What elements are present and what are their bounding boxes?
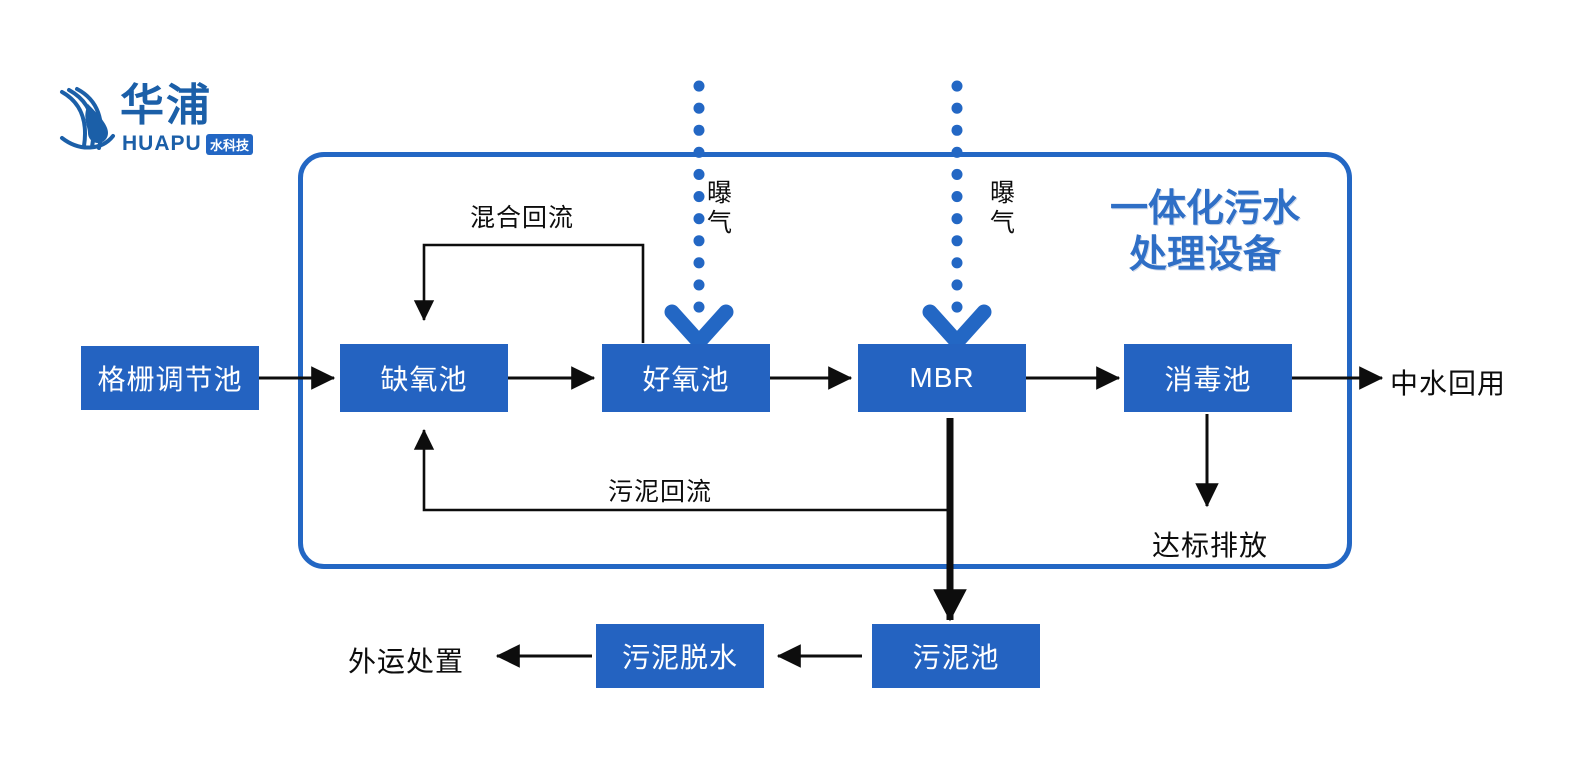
label-reclaimed-water-reuse: 中水回用 — [1390, 368, 1507, 399]
label-offsite-disposal: 外运处置 — [348, 646, 465, 677]
node-aerobic-tank[interactable]: 好氧池 — [602, 344, 770, 412]
node-mbr[interactable]: MBR — [858, 344, 1026, 412]
label-mixed-return: 混合回流 — [470, 204, 575, 232]
label-compliant-discharge: 达标排放 — [1152, 530, 1269, 561]
label-sludge-return: 污泥回流 — [608, 478, 713, 506]
brand-logo: 华浦 HUAPU 水科技 — [58, 80, 254, 166]
water-drop-wave-icon — [60, 87, 115, 150]
brand-name-cn: 华浦 — [120, 81, 212, 130]
brand-badge: 水科技 — [206, 134, 254, 155]
label-aeration-2: 曝气 — [989, 179, 1016, 237]
integrated-equipment-container — [298, 152, 1352, 569]
equipment-title: 一体化污水 处理设备 — [1109, 188, 1300, 276]
node-sludge-tank[interactable]: 污泥池 — [872, 624, 1040, 688]
node-anoxic-tank[interactable]: 缺氧池 — [340, 344, 508, 412]
label-aeration-1: 曝气 — [706, 179, 733, 237]
node-grille-adjust-tank[interactable]: 格栅调节池 — [81, 346, 259, 410]
brand-name-latin: HUAPU — [122, 132, 202, 155]
node-disinfection-tank[interactable]: 消毒池 — [1124, 344, 1292, 412]
node-sludge-dewatering[interactable]: 污泥脱水 — [596, 624, 764, 688]
